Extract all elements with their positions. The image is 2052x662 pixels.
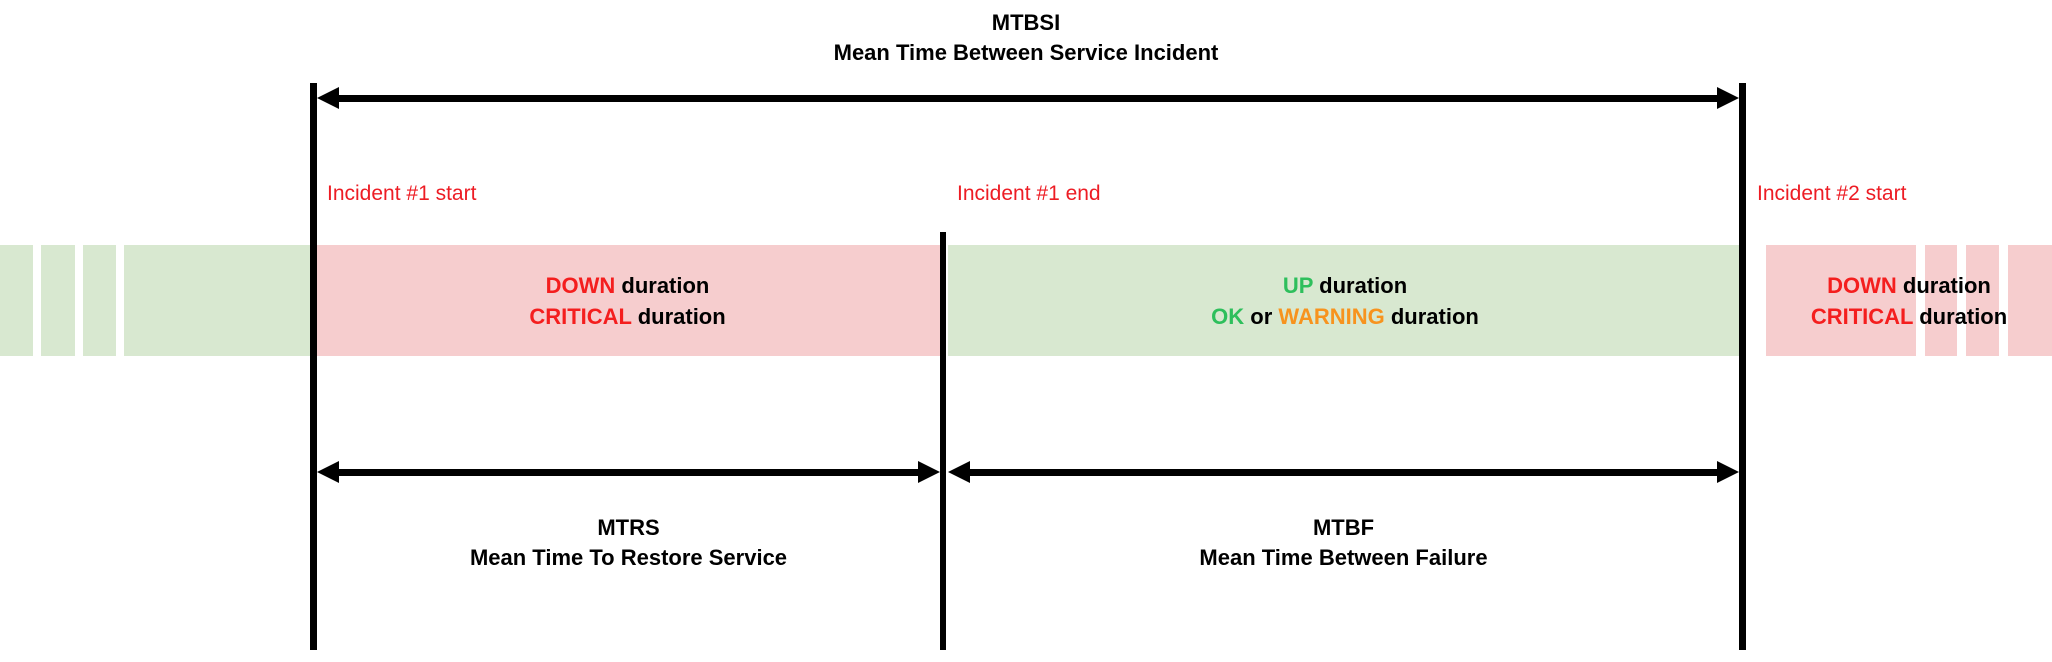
or-conjunction: or bbox=[1244, 304, 1279, 329]
down-duration-label-2: DOWN duration CRITICAL duration bbox=[1766, 270, 2052, 332]
arrow-shaft bbox=[962, 469, 1725, 476]
incident-1-start-label: Incident #1 start bbox=[327, 182, 477, 205]
critical-duration-text: duration bbox=[1913, 304, 2008, 329]
down-keyword: DOWN bbox=[1827, 273, 1897, 298]
up-duration-text: duration bbox=[1313, 273, 1408, 298]
arrow-shaft bbox=[331, 95, 1725, 102]
mtbsi-caption: MTBSI Mean Time Between Service Incident bbox=[526, 8, 1526, 68]
critical-keyword: CRITICAL bbox=[1810, 304, 1914, 329]
status-band-down-2 bbox=[1766, 245, 1916, 356]
down-duration-text: duration bbox=[615, 273, 710, 298]
mtbsi-full: Mean Time Between Service Incident bbox=[833, 40, 1219, 65]
mtrs-abbr: MTRS bbox=[597, 515, 660, 540]
up-duration-label: UP duration OK or WARNING duration bbox=[948, 270, 1742, 332]
mtbf-abbr: MTBF bbox=[1312, 515, 1375, 540]
incident-1-end-marker-line bbox=[940, 232, 946, 650]
mtbf-arrow bbox=[948, 461, 1739, 483]
mtbf-caption: MTBF Mean Time Between Failure bbox=[948, 513, 1739, 573]
incident-2-start-label: Incident #2 start bbox=[1757, 182, 1907, 205]
down-duration-label-1: DOWN duration CRITICAL duration bbox=[313, 270, 942, 332]
incident-1-end-label: Incident #1 end bbox=[957, 182, 1101, 205]
ok-warning-duration-text: duration bbox=[1384, 304, 1479, 329]
status-segment-green bbox=[0, 245, 33, 356]
status-segment-pink bbox=[1925, 245, 1957, 356]
arrow-head-right-icon bbox=[1717, 87, 1739, 109]
status-segment-green bbox=[124, 245, 313, 356]
status-band-down-1 bbox=[313, 245, 942, 356]
mtrs-full: Mean Time To Restore Service bbox=[469, 545, 788, 570]
mtrs-arrow bbox=[317, 461, 940, 483]
warning-keyword: WARNING bbox=[1278, 304, 1385, 329]
incident-2-start-marker-line bbox=[1739, 83, 1746, 650]
arrow-head-left-icon bbox=[948, 461, 970, 483]
down-keyword: DOWN bbox=[545, 273, 616, 298]
up-keyword: UP bbox=[1282, 273, 1314, 298]
arrow-head-right-icon bbox=[918, 461, 940, 483]
critical-keyword: CRITICAL bbox=[529, 304, 632, 329]
arrow-head-right-icon bbox=[1717, 461, 1739, 483]
status-segment-pink bbox=[1966, 245, 1999, 356]
mtbf-full: Mean Time Between Failure bbox=[1199, 545, 1488, 570]
status-band-up bbox=[948, 245, 1742, 356]
arrow-head-left-icon bbox=[317, 87, 339, 109]
status-segment-green bbox=[83, 245, 116, 356]
arrow-shaft bbox=[331, 469, 926, 476]
status-segment-green bbox=[41, 245, 75, 356]
arrow-head-left-icon bbox=[317, 461, 339, 483]
ok-keyword: OK bbox=[1211, 304, 1245, 329]
incident-1-start-marker-line bbox=[310, 83, 317, 650]
mtbsi-arrow bbox=[317, 87, 1739, 109]
status-segment-pink bbox=[2008, 245, 2052, 356]
mtbsi-abbr: MTBSI bbox=[991, 10, 1061, 35]
critical-duration-text: duration bbox=[631, 304, 726, 329]
mtrs-caption: MTRS Mean Time To Restore Service bbox=[317, 513, 940, 573]
down-duration-text: duration bbox=[1896, 273, 1991, 298]
